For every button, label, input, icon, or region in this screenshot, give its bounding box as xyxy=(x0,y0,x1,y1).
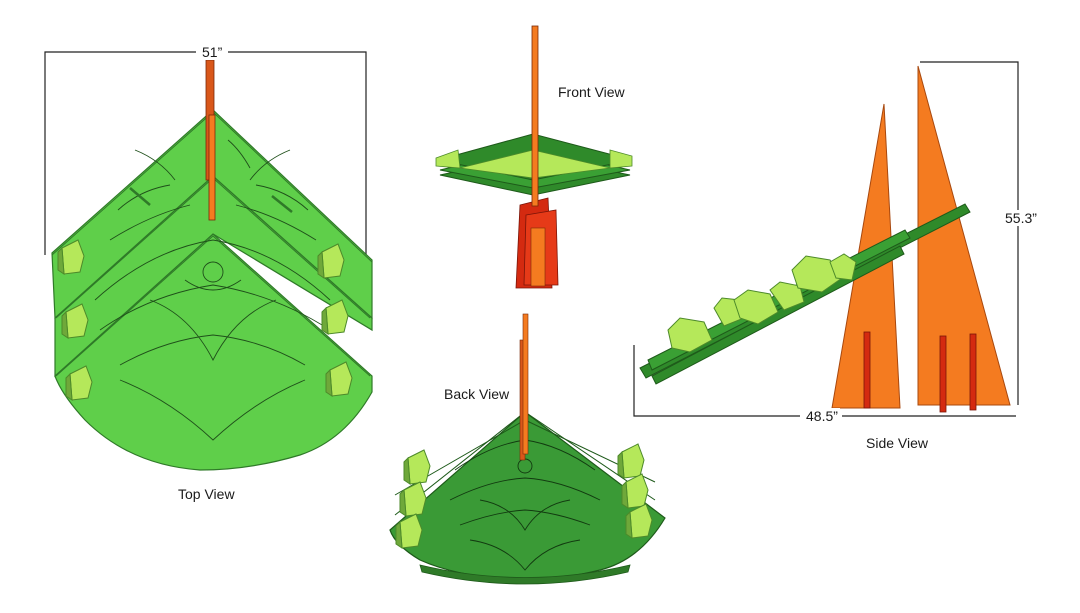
side-view-depth-dimension: 48.5” xyxy=(804,408,840,424)
back-decorative-curves xyxy=(449,439,601,571)
side-tab-4 xyxy=(769,281,805,311)
front-view-label: Front View xyxy=(558,84,625,100)
back-view-drawing xyxy=(389,313,666,585)
top-post-2 xyxy=(208,114,216,221)
side-tab-1 xyxy=(667,317,713,353)
side-slot-3 xyxy=(969,333,977,411)
side-depth-dim-line-left xyxy=(633,345,800,417)
top-view-width-dimension: 51” xyxy=(200,44,225,60)
back-post xyxy=(522,313,529,455)
front-view-drawing xyxy=(435,25,633,289)
back-tab-left-1 xyxy=(403,449,431,485)
side-support-back xyxy=(917,65,1011,406)
side-view-drawing xyxy=(633,61,1019,417)
top-dim-line-right xyxy=(228,51,367,265)
side-slot-2 xyxy=(939,335,947,413)
side-height-dim-line xyxy=(920,61,1019,405)
side-slot-1 xyxy=(863,331,871,409)
back-view-label: Back View xyxy=(444,386,510,402)
side-tab-6 xyxy=(829,253,857,281)
back-tab-right-2 xyxy=(621,473,649,509)
back-tab-right-1 xyxy=(617,443,645,479)
side-tab-3 xyxy=(733,289,779,325)
front-post xyxy=(531,25,539,207)
back-tab-left-2 xyxy=(399,481,427,517)
top-dim-line-left xyxy=(44,51,196,255)
top-panel-layer-3 xyxy=(54,233,373,471)
side-view-label: Side View xyxy=(866,435,929,451)
side-view-height-dimension: 55.3” xyxy=(1003,210,1039,226)
top-view-drawing xyxy=(44,51,373,471)
top-view-label: Top View xyxy=(178,486,235,502)
top-tab-right-2 xyxy=(321,299,349,335)
back-tab-left-3 xyxy=(395,513,423,549)
top-decorative-curves xyxy=(94,139,331,441)
